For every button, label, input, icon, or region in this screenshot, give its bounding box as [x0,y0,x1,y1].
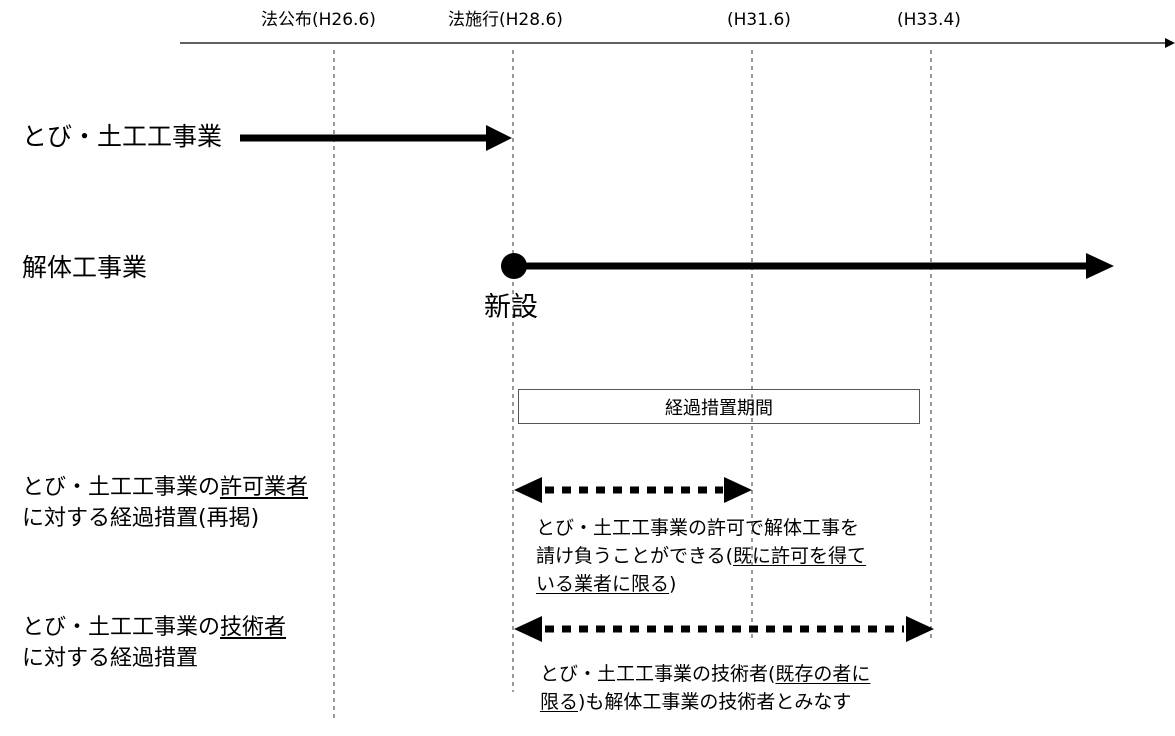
permit-note-line3-underlined: いる業者に限る [536,573,670,595]
permit-row-label-line2: に対する経過措置(再掲) [22,506,260,531]
permit-row-note: とび・土工工事業の許可で解体工事を 請け負うことができる(既に許可を得て いる業… [536,514,866,598]
permit-row-label: とび・土工工事業の許可業者 に対する経過措置(再掲) [22,472,308,534]
engineer-arrowhead-left [514,616,542,642]
engineer-note-line2: 限る)も解体工事業の技術者とみなす [540,688,870,716]
tobi-arrowhead [486,125,512,151]
engineer-note-line2-tail: )も解体工事業の技術者とみなす [578,691,852,713]
permit-note-line1: とび・土工工事業の許可で解体工事を [536,517,860,539]
engineer-row-label: とび・土工工事業の技術者 に対する経過措置 [22,612,286,674]
permit-arrowhead-left [514,477,542,503]
engineer-note-line1: とび・土工工事業の技術者(既存の者に [540,660,870,688]
permit-row-label-underlined: 許可業者 [220,475,309,500]
engineer-row-label-line1: とび・土工工事業の技術者 [22,612,286,643]
kaitai-arrowhead [1086,253,1114,279]
permit-note-line2: 請け負うことができる(既に許可を得て [536,542,866,570]
engineer-row-label-line2: に対する経過措置 [22,646,199,671]
tick-label-h33-4: (H33.4) [897,10,961,30]
shinsetsu-label: 新設 [484,292,538,323]
engineer-row-label-underlined: 技術者 [220,615,287,640]
permit-row-label-line1: とび・土工工事業の許可業者 [22,472,308,503]
engineer-note-line2-underlined: 限る [540,691,579,713]
permit-note-line3: いる業者に限る) [536,570,866,598]
engineer-arrowhead-right [906,616,934,642]
kaitai-row-label: 解体工事業 [22,253,148,282]
engineer-row-label-prefix: とび・土工工事業の [22,615,221,640]
time-axis-arrowhead [1165,38,1175,48]
engineer-row-note: とび・土工工事業の技術者(既存の者に 限る)も解体工事業の技術者とみなす [540,660,870,716]
tick-label-h31-6: (H31.6) [727,10,791,30]
permit-note-line2-underlined: 既に許可を得て [733,545,867,567]
engineer-note-line1-plain: とび・土工工事業の技術者( [540,663,776,685]
tobi-row-label: とび・土工工事業 [22,122,223,151]
permit-arrowhead-right [724,477,752,503]
permit-note-line2-plain: 請け負うことができる( [536,545,734,567]
permit-note-line3-tail: ) [669,573,677,595]
engineer-note-line1-underlined: 既存の者に [775,663,871,685]
tick-label-h26-6: 法公布(H26.6) [261,10,376,30]
tick-label-h28-6: 法施行(H28.6) [448,10,563,30]
transition-period-box: 経過措置期間 [518,389,920,424]
transition-period-label: 経過措置期間 [665,397,773,419]
permit-row-label-prefix: とび・土工工事業の [22,475,221,500]
